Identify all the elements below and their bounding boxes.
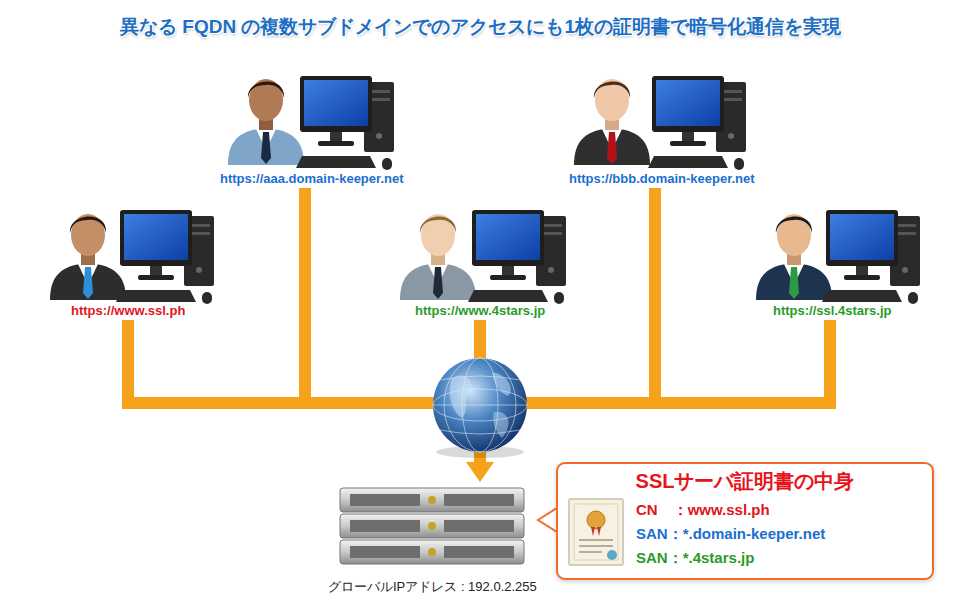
ip-address-label: グローバルIPアドレス : 192.0.2.255 (328, 578, 537, 596)
certificate-icon (566, 496, 626, 568)
down-arrow (466, 462, 494, 482)
certificate-field: SAN：*.4stars.jp (568, 546, 922, 570)
network-line (122, 320, 134, 408)
callout-pointer (538, 508, 557, 532)
callout-heading: SSLサーバ証明書の中身 (568, 468, 922, 494)
computer-icon (116, 210, 214, 304)
user-figure (50, 214, 126, 300)
certificate-field: CN ：www.ssl.ph (568, 498, 922, 522)
user-figure (400, 214, 476, 300)
server-rack (340, 488, 524, 564)
certificate-callout: SSLサーバ証明書の中身 CN ：www.ssl.phSAN：*.domain-k… (556, 462, 934, 580)
url-label: https://bbb.domain-keeper.net (569, 171, 755, 186)
internet-globe (433, 358, 527, 458)
certificate-field: SAN：*.domain-keeper.net (568, 522, 922, 546)
computer-icon (296, 76, 394, 170)
certificate-rows: CN ：www.ssl.phSAN：*.domain-keeper.netSAN… (568, 498, 922, 570)
network-lines (122, 188, 836, 482)
server-unit (340, 488, 524, 512)
user-figure (228, 79, 304, 165)
server-unit (340, 514, 524, 538)
network-line (649, 188, 661, 408)
computer-icon (648, 76, 746, 170)
diagram-title: 異なる FQDN の複数サブドメインでのアクセスにも1枚の証明書で暗号化通信を実… (120, 14, 841, 40)
url-label: https://www.4stars.jp (415, 303, 545, 318)
server-unit (340, 540, 524, 564)
network-line (299, 188, 311, 408)
url-label: https://ssl.4stars.jp (773, 303, 891, 318)
user-figure (574, 79, 650, 165)
computer-icon (822, 210, 920, 304)
user-figure (756, 214, 832, 300)
url-label: https://aaa.domain-keeper.net (220, 171, 404, 186)
network-line (824, 320, 836, 408)
computer-icon (468, 210, 566, 304)
url-label: https://www.ssl.ph (71, 303, 185, 318)
